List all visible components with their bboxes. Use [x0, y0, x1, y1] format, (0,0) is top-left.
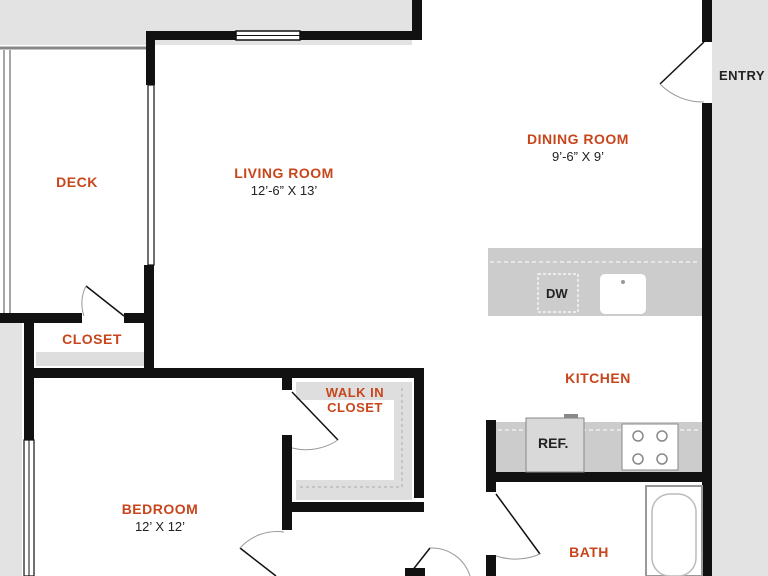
door-walkin-swing: [291, 439, 339, 451]
wall-bedroom-top: [24, 368, 424, 378]
room-label-deck: DECK: [56, 174, 98, 190]
room-label-bath: BATH: [569, 544, 609, 560]
refrigerator-handle: [564, 414, 578, 418]
doors: [81, 41, 705, 576]
closet-shelf: [36, 352, 144, 366]
wall-bottom-stub: [405, 568, 425, 576]
wall-top-right: [300, 31, 422, 40]
dishwasher-outline: [537, 273, 579, 313]
door-bath-leaf: [495, 493, 541, 555]
wall-walkin-left-top: [282, 368, 292, 390]
exterior-area-right: [712, 0, 768, 576]
room-label-living: LIVING ROOM: [234, 165, 334, 181]
door-closet-leaf: [85, 285, 125, 317]
room-label-walkin-1: WALK IN: [325, 385, 385, 400]
door-entry-swing: [659, 83, 705, 103]
sink-faucet: [621, 280, 625, 284]
wall-deck-bottom: [0, 313, 82, 323]
wall-top-corner: [412, 0, 422, 40]
door-closet-swing: [81, 285, 87, 317]
wall-walkin-bottom: [282, 502, 424, 512]
room-label-dining: DINING ROOM: [527, 131, 629, 147]
room-dining: DINING ROOM 9’-6” X 9’: [527, 131, 629, 164]
room-label-walkin-2: CLOSET: [327, 400, 383, 415]
room-label-closet: CLOSET: [62, 331, 122, 347]
wall-kitchen-bottom: [486, 472, 712, 482]
room-dim-living: 12’-6” X 13’: [250, 183, 318, 198]
room-dim-dining: 9’-6” X 9’: [551, 149, 605, 164]
wall-kitchen-left: [486, 420, 496, 480]
room-label-kitchen: KITCHEN: [565, 370, 631, 386]
door-bath-swing: [495, 553, 541, 560]
door-hall-swing: [429, 547, 471, 576]
wall-closet-top-right: [124, 313, 154, 323]
dishwasher-label: DW: [546, 286, 568, 301]
door-hall-leaf: [407, 547, 431, 576]
sliding-door-deck: [147, 84, 155, 266]
refrigerator-label: REF.: [538, 435, 569, 451]
room-label-bedroom: BEDROOM: [121, 501, 199, 517]
wall-entry-top: [702, 0, 712, 42]
wall-bath-left-bottom: [486, 555, 496, 576]
windows: [23, 30, 301, 576]
exterior-area-left: [0, 320, 22, 576]
range-burners: [632, 430, 668, 465]
wall-top-left: [146, 31, 236, 40]
door-walkin-leaf: [291, 391, 339, 441]
bathtub-basin: [651, 493, 697, 576]
wall-living-left-upper: [146, 31, 155, 85]
kitchen-island: [488, 248, 702, 316]
door-bedroom-leaf: [239, 547, 277, 576]
sink: [600, 274, 646, 314]
walkin-shelf: [296, 382, 412, 500]
door-bedroom-swing: [239, 531, 285, 549]
room-bedroom: BEDROOM 12’ X 12’: [122, 501, 199, 534]
wall-walkin-right: [414, 368, 424, 498]
door-entry-leaf: [659, 41, 705, 85]
room-walkin: WALK IN CLOSET: [326, 385, 384, 415]
entry-label: ENTRY: [719, 68, 766, 83]
deck-floor: [0, 48, 150, 316]
wall-right: [702, 103, 712, 576]
walkin-shelf-line: [300, 388, 403, 488]
wall-bath-left-top: [486, 472, 496, 492]
room-dim-bedroom: 12’ X 12’: [134, 519, 186, 534]
room-living: LIVING ROOM 12’-6” X 13’: [234, 165, 334, 198]
wall-walkin-left-bottom: [282, 435, 292, 530]
refrigerator: [525, 417, 585, 473]
range: [621, 423, 679, 471]
